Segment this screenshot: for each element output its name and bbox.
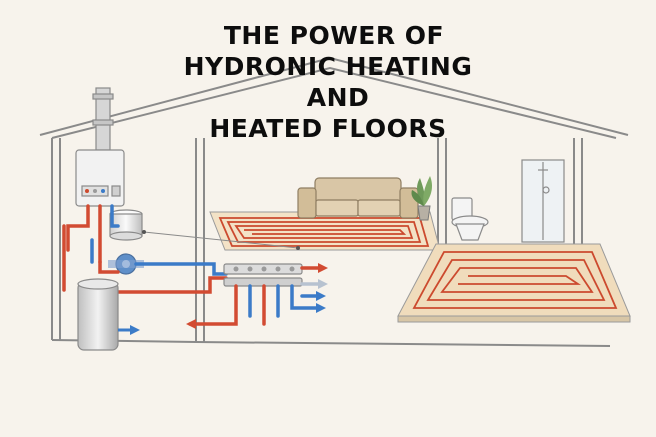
water-heater-icon xyxy=(77,278,130,351)
manifold-outlets xyxy=(188,266,320,326)
arrow-hot-return xyxy=(186,319,196,329)
arrow-cold-out xyxy=(316,291,326,301)
expansion-tank-icon xyxy=(109,209,143,241)
shower-icon xyxy=(521,159,565,243)
supply-pipes xyxy=(98,260,228,294)
title-line-3: AND xyxy=(306,83,370,112)
control-wire xyxy=(143,231,299,249)
arrow-return-out xyxy=(318,279,328,289)
arrow-cold-out-2 xyxy=(316,303,326,313)
control-node xyxy=(142,230,146,234)
plant-icon xyxy=(411,176,432,221)
flow-arrows xyxy=(130,263,328,335)
flue-pipe xyxy=(92,87,114,151)
house-outline xyxy=(39,56,629,347)
title-line-2: HYDRONIC HEATING xyxy=(183,52,473,81)
boiler-icon xyxy=(75,149,125,207)
arrow-tank-out xyxy=(130,325,140,335)
boiler-pipes xyxy=(62,204,120,292)
sofa-icon xyxy=(297,177,419,219)
thermostat-sensor xyxy=(296,246,300,250)
toilet-icon xyxy=(451,197,489,241)
arrow-hot-out xyxy=(318,263,328,273)
title-line-1: THE POWER OF xyxy=(223,21,445,50)
page-title: THE POWER OF HYDRONIC HEATING AND HEATED… xyxy=(0,20,656,144)
manifold-icon xyxy=(223,263,303,287)
title-line-4: HEATED FLOORS xyxy=(209,114,447,143)
bathroom-heated-floor xyxy=(397,243,631,323)
